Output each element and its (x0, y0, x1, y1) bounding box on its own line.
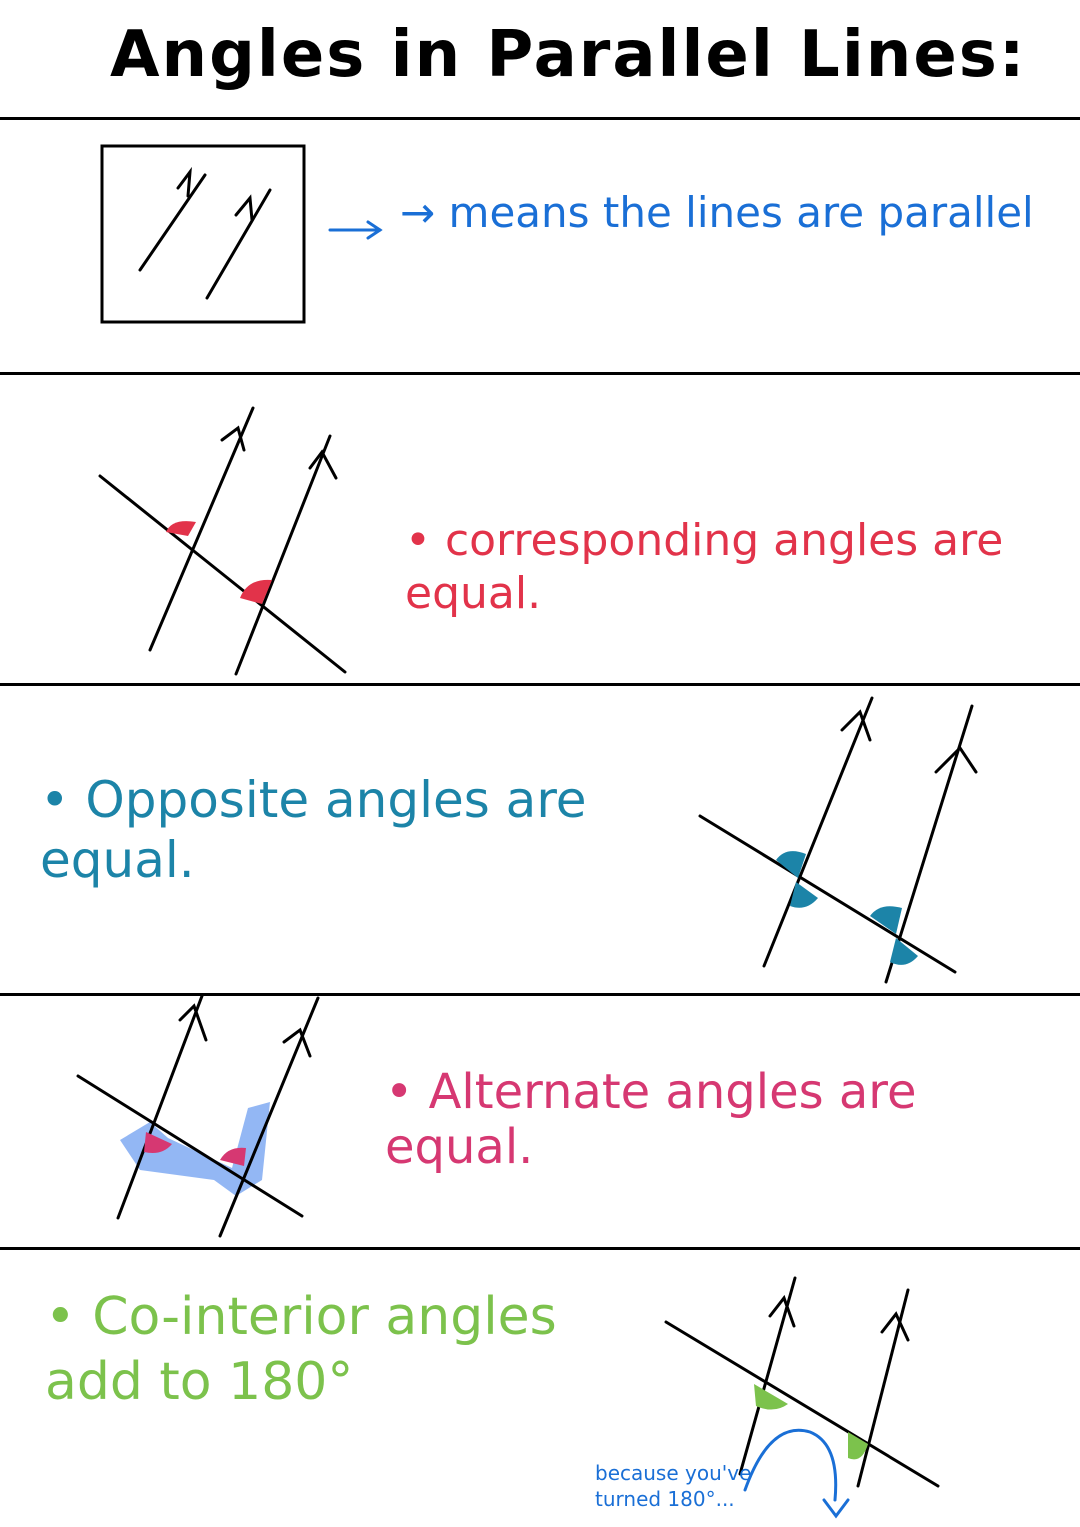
parallel-line-left (148, 406, 255, 652)
angle-mark-2 (848, 1432, 868, 1460)
turn-arrow (743, 1428, 838, 1502)
parallel-line-right (856, 1288, 910, 1488)
symbol-box (100, 144, 306, 324)
angle-mark-2 (240, 579, 272, 604)
arrow-head-right (308, 449, 338, 480)
transversal (698, 814, 957, 974)
angle-mark-2b (890, 938, 918, 965)
parallel-line-left (738, 1276, 797, 1476)
divider-1 (0, 117, 1080, 120)
divider-5 (0, 1247, 1080, 1250)
pointer-arrow-head (366, 220, 383, 240)
parallel-meaning-note: → means the lines are parallel (400, 188, 1034, 237)
arrow-head-right (880, 1311, 910, 1342)
arrow-head-left (220, 425, 246, 452)
divider-3 (0, 683, 1080, 686)
arrow-head-left (840, 709, 872, 742)
corresponding-angles-note: • corresponding angles are equal. (405, 515, 1004, 619)
arrow-head-right (282, 1027, 312, 1058)
co-interior-angles-note: • Co-interior angles add to 180° (45, 1287, 557, 1412)
parallel-line-right (234, 434, 332, 676)
arrow-head-right (934, 745, 978, 774)
angle-mark-1 (144, 1132, 172, 1153)
transversal (76, 1074, 304, 1218)
transversal (664, 1320, 940, 1488)
turn-arrow-head (822, 1498, 850, 1519)
angle-mark-1a (776, 851, 806, 878)
arrow-head-2 (234, 194, 254, 222)
angle-mark-2 (220, 1147, 246, 1166)
angle-mark-1b (790, 882, 818, 908)
parallel-line-2 (205, 188, 272, 300)
angle-mark-2a (870, 906, 902, 934)
parallel-line-left (116, 994, 204, 1220)
opposite-angles-note: • Opposite angles are equal. (40, 771, 587, 889)
parallel-line-1 (138, 173, 207, 272)
divider-2 (0, 372, 1080, 375)
arrow-head-left (178, 1003, 208, 1042)
transversal (98, 474, 347, 674)
divider-4 (0, 993, 1080, 996)
angle-mark-1 (166, 521, 196, 536)
arrow-head-1 (176, 166, 192, 198)
parallel-line-left (762, 696, 874, 968)
angle-mark-1 (754, 1384, 788, 1410)
arrow-head-left (768, 1294, 796, 1328)
alternate-angles-note: • Alternate angles are equal. (385, 1064, 917, 1176)
page-title: Angles in Parallel Lines: (110, 18, 1027, 92)
turned-180-note: because you've turned 180°... (595, 1461, 752, 1511)
